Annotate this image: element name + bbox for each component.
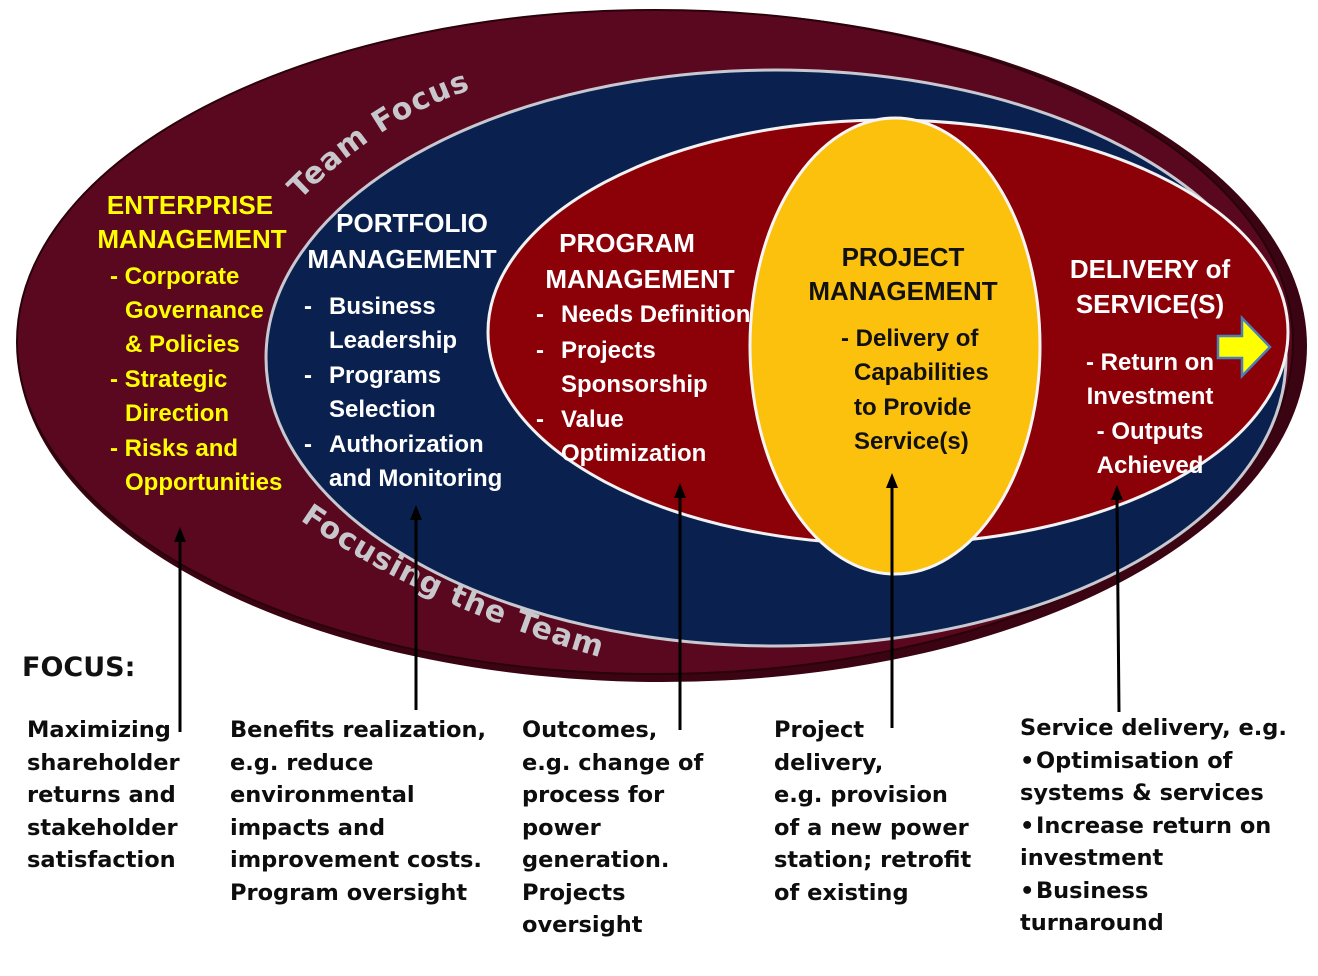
enterprise-title-1: ENTERPRISE: [107, 190, 273, 220]
arrow-project: [886, 473, 898, 728]
focus-bullet-item: •Business: [1020, 875, 1287, 908]
focus-line: oversight: [522, 912, 643, 938]
project-item: to Provide: [854, 394, 971, 421]
program-item: Value: [561, 406, 624, 433]
portfolio-item: and Monitoring: [329, 465, 502, 492]
focus-line: process for: [522, 782, 665, 808]
portfolio-dash: -: [304, 431, 312, 458]
delivery-title-2: SERVICE(S): [1076, 289, 1224, 319]
portfolio-text: PORTFOLIO MANAGEMENT - Business Leadersh…: [304, 208, 502, 492]
focus-line: generation.: [522, 847, 670, 873]
portfolio-item: Leadership: [329, 327, 457, 354]
delivery-text: DELIVERY of SERVICE(S) - Return on Inves…: [1070, 254, 1231, 479]
enterprise-item: Opportunities: [125, 469, 282, 496]
enterprise-title-2: MANAGEMENT: [97, 224, 286, 254]
focus-line: delivery,: [774, 749, 884, 776]
program-dash: -: [536, 301, 544, 328]
bullet-icon: •: [1020, 812, 1035, 839]
focus-label: FOCUS:: [22, 652, 135, 683]
program-text: PROGRAM MANAGEMENT - Needs Definition - …: [536, 228, 750, 467]
program-item: Sponsorship: [561, 371, 708, 398]
focus-line: e.g. provision: [774, 782, 948, 808]
enterprise-item: Direction: [125, 400, 229, 427]
project-ellipse: [748, 116, 1042, 576]
focus-line: of a new power: [774, 814, 969, 841]
portfolio-dash: -: [304, 293, 312, 320]
focus-line: of existing: [774, 879, 909, 906]
arrow-portfolio: [410, 505, 422, 710]
focus-line: e.g. reduce: [230, 749, 374, 776]
enterprise-item: - Corporate: [110, 263, 239, 290]
focus-line: shareholder: [27, 749, 180, 776]
focus-column-portfolio: Benefits realization, e.g. reduce enviro…: [230, 714, 486, 909]
focus-column-project: Project delivery, e.g. provision of a ne…: [774, 714, 971, 909]
focus-line: Program oversight: [230, 879, 468, 906]
portfolio-item: Selection: [329, 396, 436, 423]
enterprise-item: - Risks and: [110, 435, 238, 462]
focus-bullet-item: •Optimisation of: [1020, 745, 1287, 778]
focus-line: Business: [1036, 877, 1149, 904]
program-dash: -: [536, 337, 544, 364]
project-text: PROJECT MANAGEMENT - Delivery of Capabil…: [808, 242, 997, 455]
project-title-1: PROJECT: [842, 242, 965, 272]
enterprise-text: ENTERPRISE MANAGEMENT - Corporate Govern…: [97, 190, 286, 496]
portfolio-item: Authorization: [329, 431, 484, 458]
focus-line: Increase return on: [1036, 812, 1272, 839]
focus-line: Maximizing: [27, 717, 171, 743]
focus-line: stakeholder: [27, 814, 178, 841]
focus-line: Outcomes,: [522, 717, 658, 743]
project-item: - Delivery of: [841, 325, 979, 352]
focus-line: satisfaction: [27, 847, 176, 873]
portfolio-title-1: PORTFOLIO: [336, 208, 488, 238]
arrow-program: [674, 483, 686, 730]
project-item: Service(s): [854, 428, 969, 455]
delivery-item: Investment: [1087, 383, 1214, 410]
project-item: Capabilities: [854, 359, 989, 386]
right-arrow-icon: [1216, 314, 1272, 380]
focus-line: Project: [774, 717, 865, 743]
focus-line: power: [522, 814, 601, 841]
enterprise-item: & Policies: [125, 331, 240, 358]
focus-line: turnaround: [1020, 910, 1164, 936]
program-title-2: MANAGEMENT: [545, 264, 734, 294]
focus-column-program: Outcomes, e.g. change of process for pow…: [522, 714, 703, 942]
arrow-delivery: [1111, 485, 1123, 713]
connector-arrows: [174, 473, 1123, 732]
focus-line: Benefits realization,: [230, 717, 487, 743]
portfolio-item: Programs: [329, 362, 441, 389]
program-item: Projects: [561, 337, 656, 364]
delivery-title-1: DELIVERY of: [1070, 254, 1231, 284]
program-item: Optimization: [561, 440, 706, 467]
focus-line: Optimisation of: [1036, 747, 1233, 774]
portfolio-title-2: MANAGEMENT: [307, 244, 496, 274]
focus-line: environmental: [230, 782, 415, 808]
focus-line: station; retrofit: [774, 847, 972, 873]
focus-line: systems & services: [1020, 780, 1264, 806]
focus-line: Service delivery, e.g.: [1020, 715, 1287, 741]
enterprise-item: Governance: [125, 297, 264, 324]
delivery-item: Achieved: [1097, 452, 1204, 479]
focus-line: returns and: [27, 782, 176, 808]
program-title-1: PROGRAM: [559, 228, 695, 258]
focus-column-enterprise: Maximizing shareholder returns and stake…: [27, 714, 180, 877]
focus-line: investment: [1020, 845, 1164, 871]
enterprise-item: - Strategic: [110, 366, 227, 393]
focus-line: improvement costs.: [230, 847, 482, 873]
focus-line: impacts and: [230, 814, 386, 841]
bullet-icon: •: [1020, 747, 1035, 774]
focus-bullet-item: •Increase return on: [1020, 810, 1287, 843]
focus-column-delivery: Service delivery, e.g. •Optimisation of …: [1020, 712, 1287, 940]
arrow-enterprise: [174, 527, 186, 732]
focus-line: Projects: [522, 879, 626, 906]
program-dash: -: [536, 406, 544, 433]
delivery-item: - Return on: [1086, 349, 1214, 376]
portfolio-item: Business: [329, 293, 436, 320]
portfolio-dash: -: [304, 362, 312, 389]
bullet-icon: •: [1020, 877, 1035, 904]
program-item: Needs Definition: [561, 301, 750, 328]
project-title-2: MANAGEMENT: [808, 276, 997, 306]
delivery-item: - Outputs: [1097, 418, 1204, 445]
focus-line: e.g. change of: [522, 749, 704, 776]
